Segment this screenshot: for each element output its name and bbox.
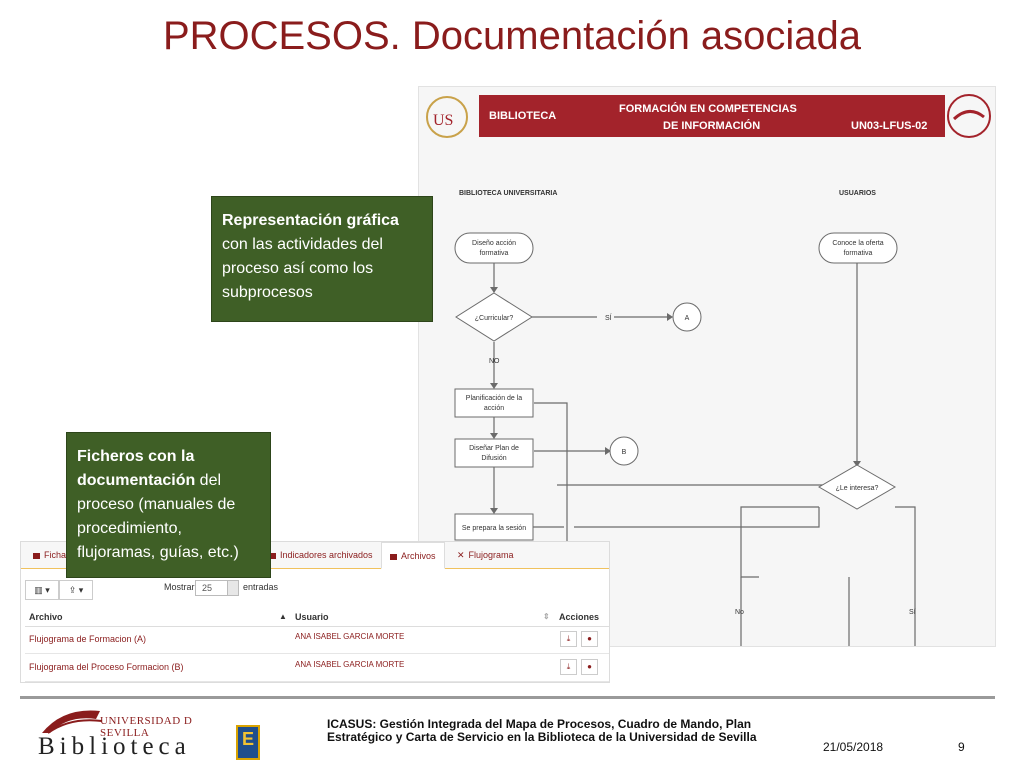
page-size-select[interactable]: 25 [195,580,239,596]
footer-text-line2: Estratégico y Carta de Servicio en la Bi… [327,730,757,744]
download-button[interactable]: ⤓ [560,631,577,647]
node-diseno-l2: formativa [480,250,509,257]
slide-date: 21/05/2018 [823,740,884,754]
footer-text-line1: ICASUS: Gestión Integrada del Mapa de Pr… [327,717,752,731]
export-icon: ⇪ ▾ [68,585,84,595]
callout-representacion: Representación gráfica con las actividad… [211,196,433,322]
book-icon [42,710,103,734]
export-button[interactable]: ⇪ ▾ [59,580,93,600]
header-formacion-1: FORMACIÓN EN COMPETENCIAS [619,103,797,115]
biblioteca-seal-icon [947,94,991,138]
header-divider [25,626,609,627]
archive-icon [390,553,397,560]
archivo-link[interactable]: Flujograma del Proceso Formacion (B) [29,662,184,672]
user-button[interactable]: ● [581,631,598,647]
callout-ficheros-bold: Ficheros con la documentación [77,448,196,489]
node-planificacion [454,388,534,418]
node-interesa-label: ¿Le interesa? [836,485,879,492]
node-diseno [454,232,534,264]
slide-title: PROCESOS. Documentación asociada [162,14,862,58]
column-header-usuario[interactable]: Usuario [295,612,329,622]
download-icon: ⤓ [566,634,571,643]
node-a [672,302,702,332]
biblioteca-logo: UNIVERSIDAD D SEVILLA Biblioteca [38,703,223,763]
column-header-acciones: Acciones [559,612,600,622]
badge-letter: E [242,729,255,749]
footer-divider [20,696,995,699]
node-disenar-l2: Difusión [481,455,506,462]
usuario-cell: ANA ISABEL GARCIA MORTE [295,632,405,641]
folder-icon [33,552,40,559]
column-header-archivo[interactable]: Archivo [29,612,63,622]
header-biblioteca: BIBLIOTECA [489,110,557,122]
lane-right-label: USUARIOS [839,190,876,197]
node-prepara [454,513,534,541]
shuffle-icon: ✕ [457,550,465,560]
tab-archivos[interactable]: Archivos [381,542,445,569]
node-curricular-label: ¿Curricular? [475,315,514,322]
tab-flujograma[interactable]: ✕Flujograma [457,550,514,560]
label-si-1: SÍ [605,313,612,322]
entradas-label: entradas [243,582,279,592]
archive-icon [269,552,276,559]
node-diseno-l1: Diseño acción [472,240,516,247]
table-row: Flujograma del Proceso Formacion (B) ANA… [25,655,609,682]
archivo-link[interactable]: Flujograma de Formacion (A) [29,634,147,644]
logo-universidad-text: UNIVERSIDAD D SEVILLA [100,715,193,739]
logo-biblioteca-text: Biblioteca [38,733,191,760]
flowchart-header: BIBLIOTECA FORMACIÓN EN COMPETENCIAS DE … [479,95,945,137]
columns-button[interactable]: ▥ ▾ [25,580,59,600]
header-code: UN03-LFUS-02 [851,120,928,132]
node-prepara-label: Se prepara la sesión [462,525,526,532]
tab-indicadores-archivados[interactable]: Indicadores archivados [261,542,381,569]
callout-representacion-text: con las actividades del proceso así como… [222,236,383,301]
svg-text:US: US [433,112,453,129]
excellence-badge-icon: E [236,725,260,760]
label-no-2: No [735,609,744,616]
label-si-2: Sí [909,609,916,616]
sort-icon[interactable]: ⇕ [543,612,550,621]
usuario-cell: ANA ISABEL GARCIA MORTE [295,660,405,669]
mostrar-label: Mostrar [164,582,195,592]
download-button[interactable]: ⤓ [560,659,577,675]
node-a-label: A [685,315,690,322]
node-b-label: B [622,449,627,456]
callout-ficheros: Ficheros con la documentación del proces… [66,432,271,578]
footer-description: ICASUS: Gestión Integrada del Mapa de Pr… [327,718,787,744]
node-conoce-l1: Conoce la oferta [832,240,883,247]
header-formacion-2: DE INFORMACIÓN [663,120,761,132]
callout-ficheros-text: del proceso (manuales de procedimiento, … [77,472,239,561]
table-row: Flujograma de Formacion (A) ANA ISABEL G… [25,627,609,654]
node-curricular [455,292,533,342]
us-logo-icon: US [426,96,468,138]
node-b [609,436,639,466]
node-disenar-l1: Diseñar Plan de [469,445,519,452]
tab-fichas[interactable]: Fichas [25,542,79,569]
node-disenar [454,438,534,468]
callout-representacion-bold: Representación gráfica [222,212,399,229]
columns-icon: ▥ ▾ [34,585,50,595]
archivos-table-screenshot: Fichas Indicadores archivados Archivos ✕… [20,541,610,683]
user-icon: ● [587,662,592,671]
lane-left-label: BIBLIOTECA UNIVERSITARIA [459,190,557,197]
download-icon: ⤓ [566,662,571,671]
node-conoce [818,232,898,264]
label-no-1: NO [489,358,500,365]
node-planificacion-l2: acción [484,405,504,412]
node-conoce-l2: formativa [844,250,873,257]
user-icon: ● [587,634,592,643]
user-button[interactable]: ● [581,659,598,675]
node-interesa [818,464,896,510]
node-planificacion-l1: Planificación de la [466,395,523,402]
sort-asc-icon[interactable]: ▲ [279,612,287,621]
slide-number: 9 [958,740,965,754]
